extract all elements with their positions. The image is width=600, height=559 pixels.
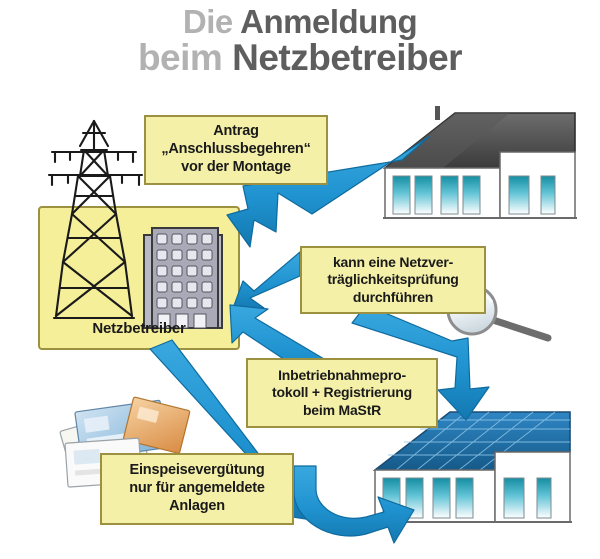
page-title-line-1: Die Anmeldung — [0, 4, 600, 40]
label-box-antrag-line-1: Antrag — [213, 123, 259, 140]
house-roof-highlight — [385, 113, 510, 168]
label-box-inbetriebnahme: Inbetriebnahmepro- tokoll + Registrierun… — [246, 358, 438, 428]
label-box-einspeiseverguetung-line-1: Einspeisevergütung — [129, 462, 265, 479]
chimney-icon — [435, 106, 440, 120]
label-box-netzvertraeglichkeit-line-3: durchführen — [352, 288, 434, 305]
netzbetreiber-caption: Netzbetreiber — [92, 320, 186, 337]
arrow-netzvertraeglichkeit-to-netzbetreiber — [231, 251, 301, 312]
house-with-solar-panels-icon — [372, 400, 572, 523]
label-box-antrag: Antrag „Anschlussbegehren“ vor der Monta… — [144, 115, 328, 185]
page-title-word-anmeldung: Anmeldung — [240, 3, 418, 40]
label-box-netzvertraeglichkeit-line-2: träglichkeitsprüfung — [327, 271, 459, 288]
arrow-house-to-netzbetreiber — [226, 135, 431, 248]
house-windows — [392, 175, 556, 215]
magnifier-handle — [489, 316, 552, 342]
solar-panel-grid — [388, 411, 570, 471]
label-box-antrag-line-3: vor der Montage — [181, 158, 291, 175]
page-title-word-die: Die — [182, 3, 241, 40]
solar-house-windows — [382, 477, 552, 519]
label-box-antrag-line-2: „Anschlussbegehren“ — [161, 141, 311, 158]
label-box-einspeiseverguetung: Einspeisevergütung nur für angemeldete A… — [100, 453, 294, 525]
label-box-netzvertraeglichkeit: kann eine Netzver- träglichkeitsprüfung … — [300, 246, 486, 314]
page-title: Die Anmeldung beim Netzbetreiber — [0, 4, 600, 78]
label-box-einspeiseverguetung-line-3: Anlagen — [169, 497, 225, 514]
page-title-word-netzbetreiber: Netzbetreiber — [232, 36, 463, 78]
label-box-inbetriebnahme-line-2: tokoll + Registrierung — [272, 384, 412, 401]
label-box-netzvertraeglichkeit-line-1: kann eine Netzver- — [332, 254, 454, 271]
arrow-einspeiseverguetung-to-solar-house — [293, 465, 415, 544]
label-box-inbetriebnahme-line-3: beim MaStR — [302, 401, 382, 418]
power-pylon-icon — [47, 119, 144, 320]
page-title-word-beim: beim — [137, 36, 233, 78]
label-box-einspeiseverguetung-line-2: nur für angemeldete — [129, 480, 265, 497]
page-title-line-2: beim Netzbetreiber — [0, 36, 600, 78]
arrow-pruefung-to-solar-house — [351, 304, 490, 421]
label-box-inbetriebnahme-line-1: Inbetriebnahmepro- — [278, 367, 406, 384]
office-building-entrance — [157, 313, 207, 329]
office-building-windows — [156, 233, 213, 309]
office-building-icon — [143, 227, 223, 329]
house-without-solar-icon — [382, 106, 577, 219]
